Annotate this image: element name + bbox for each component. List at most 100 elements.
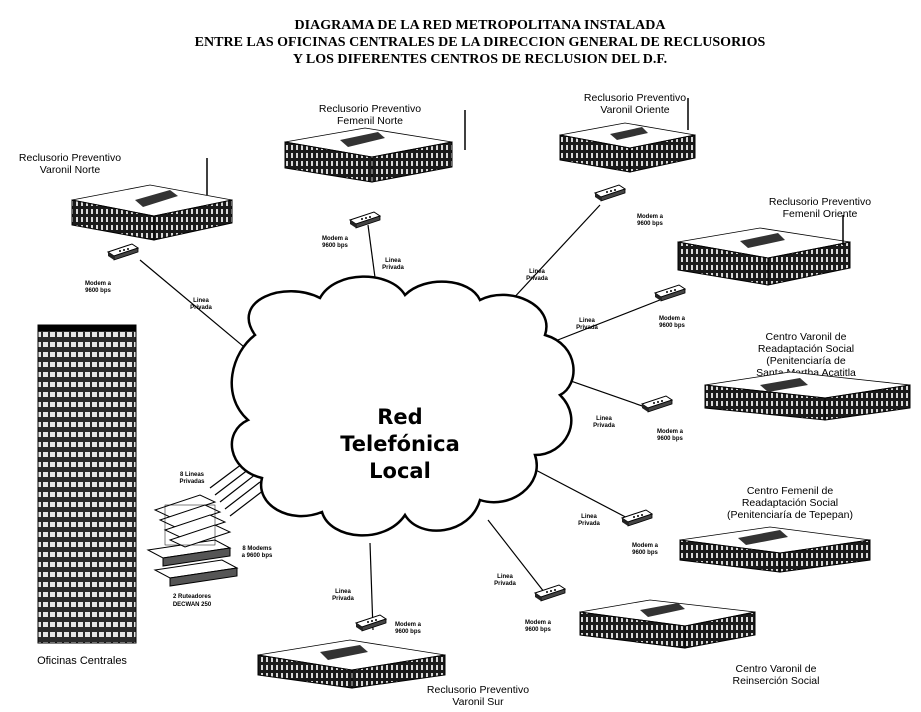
- modem-icon: [534, 584, 566, 602]
- link-rpfo: [544, 297, 666, 346]
- title-line-2: ENTRE LAS OFICINAS CENTRALES DE LA DIREC…: [195, 35, 766, 50]
- site-rpfn: Reclusorio Preventivo Femenil Norte Mode…: [284, 103, 466, 271]
- telephone-network-cloud: Red Telefónica Local: [230, 275, 575, 537]
- site-label-rpvs-2: Varonil Sur: [452, 696, 504, 708]
- modem-icon: [621, 509, 653, 527]
- office-tower-icon: [37, 324, 137, 644]
- diagram-title: DIAGRAMA DE LA RED METROPOLITANA INSTALA…: [195, 18, 766, 67]
- connection-lines: [139, 204, 666, 631]
- site-line-cvris-2: Privada: [494, 581, 516, 587]
- site-modem-cvrs-2: 9600 bps: [657, 436, 683, 442]
- modem-icon: [349, 211, 381, 229]
- site-label-cvris-2: Reinserción Social: [733, 675, 820, 687]
- prison-building-icon: [704, 371, 911, 421]
- site-label-rpvn-1: Reclusorio Preventivo: [19, 152, 121, 164]
- link-hq-3: [219, 473, 257, 503]
- site-modem-cvris-1: Modem a: [525, 620, 552, 626]
- site-modem-rpvo-2: 9600 bps: [637, 221, 663, 227]
- site-line-cfrs-1: Linea: [581, 514, 597, 520]
- site-line-cvrs-2: Privada: [593, 423, 615, 429]
- prison-building-icon: [284, 110, 466, 183]
- site-modem-rpfo-1: Modem a: [659, 316, 686, 322]
- site-label-rpvo-1: Reclusorio Preventivo: [584, 92, 686, 104]
- site-line-cvrs-1: Linea: [596, 416, 612, 422]
- site-label-cvrs-2: Readaptación Social: [758, 343, 854, 355]
- site-line-rpfo-1: Linea: [579, 318, 595, 324]
- site-cvris: Centro Varonil de Reinserción Social Mod…: [494, 574, 819, 687]
- link-cvrs: [567, 379, 649, 409]
- link-cfrs: [529, 466, 636, 523]
- hq-label: Oficinas Centrales: [37, 655, 127, 667]
- site-line-rpvn-1: Linea: [193, 298, 209, 304]
- link-rpvs: [369, 542, 374, 631]
- link-rpvo: [509, 204, 601, 303]
- site-line-rpvn-2: Privada: [190, 305, 212, 311]
- hq-lines-label-1: 8 Lineas: [180, 472, 205, 478]
- link-hq-5: [229, 489, 265, 517]
- prison-building-icon: [71, 158, 233, 241]
- site-label-cvrs-1: Centro Varonil de: [766, 331, 847, 343]
- site-label-cvris-1: Centro Varonil de: [736, 663, 817, 675]
- site-line-cvris-1: Linea: [497, 574, 513, 580]
- site-line-rpvs-1: Linea: [335, 589, 351, 595]
- router-rack-icon: [146, 539, 239, 587]
- site-label-cfrs-1: Centro Femenil de: [747, 485, 834, 497]
- site-line-rpvo-2: Privada: [526, 276, 548, 282]
- cloud-label-line-2: Telefónica: [340, 432, 460, 456]
- site-label-rpfn-1: Reclusorio Preventivo: [319, 103, 421, 115]
- site-modem-rpfn-1: Modem a: [322, 236, 349, 242]
- cloud-label-line-3: Local: [369, 459, 431, 483]
- site-label-rpfo-1: Reclusorio Preventivo: [769, 196, 871, 208]
- site-label-cfrs-3: (Penitenciaría de Tepepan): [727, 509, 853, 521]
- hq-lines-label-2: Privadas: [179, 479, 205, 485]
- modem-icon: [594, 184, 626, 202]
- site-modem-rpvs-1: Modem a: [395, 622, 422, 628]
- site-modem-cfrs-1: Modem a: [632, 543, 659, 549]
- site-headquarters: Oficinas Centrales 8 Lineas Privadas 8 M…: [37, 324, 273, 667]
- link-cvris: [487, 519, 549, 598]
- cloud-label-line-1: Red: [377, 405, 422, 429]
- prison-building-icon: [559, 98, 696, 173]
- modem-stack-icon: [153, 494, 232, 548]
- site-line-cfrs-2: Privada: [578, 521, 600, 527]
- hq-modems-label-2: a 9600 bps: [242, 553, 273, 559]
- link-hq-4: [224, 481, 261, 510]
- site-line-rpfn-2: Privada: [382, 265, 404, 271]
- site-label-rpfn-2: Femenil Norte: [337, 115, 403, 127]
- title-line-1: DIAGRAMA DE LA RED METROPOLITANA INSTALA…: [295, 18, 667, 33]
- site-line-rpfn-1: Linea: [385, 258, 401, 264]
- site-modem-cvris-2: 9600 bps: [525, 627, 551, 633]
- site-rpvn: Reclusorio Preventivo Varonil Norte Mode…: [19, 152, 233, 311]
- modem-icon: [107, 243, 139, 261]
- hq-routers-label-1: 2 Ruteadores: [173, 594, 212, 600]
- site-line-rpfo-2: Privada: [576, 325, 598, 331]
- prison-building-icon: [579, 599, 756, 649]
- site-cfrs: Centro Femenil de Readaptación Social (P…: [578, 485, 871, 573]
- site-line-rpvs-2: Privada: [332, 596, 354, 602]
- hq-modems-label-1: 8 Modems: [242, 546, 272, 552]
- site-rpvo: Reclusorio Preventivo Varonil Oriente Mo…: [526, 92, 696, 282]
- site-modem-rpvn-2: 9600 bps: [85, 288, 111, 294]
- site-label-cfrs-2: Readaptación Social: [742, 497, 838, 509]
- hq-routers-label-2: DECWAN 250: [173, 602, 212, 608]
- link-rpvn: [139, 259, 263, 363]
- modem-icon: [654, 284, 686, 302]
- modem-icon: [355, 614, 387, 632]
- site-rpvs: Reclusorio Preventivo Varonil Sur Modem …: [257, 589, 529, 708]
- site-modem-rpvs-2: 9600 bps: [395, 629, 421, 635]
- site-modem-rpvn-1: Modem a: [85, 281, 112, 287]
- site-label-rpfo-2: Femenil Oriente: [783, 208, 858, 220]
- site-label-rpvo-2: Varonil Oriente: [600, 104, 669, 116]
- site-cvrs: Centro Varonil de Readaptación Social (P…: [593, 331, 911, 442]
- site-label-rpvn-2: Varonil Norte: [40, 164, 101, 176]
- site-modem-cvrs-1: Modem a: [657, 429, 684, 435]
- site-modem-rpfo-2: 9600 bps: [659, 323, 685, 329]
- site-rpfo: Reclusorio Preventivo Femenil Oriente Mo…: [576, 196, 871, 331]
- site-modem-rpfn-2: 9600 bps: [322, 243, 348, 249]
- site-label-cvrs-3: (Penitenciaría de: [766, 355, 846, 367]
- site-line-rpvo-1: Linea: [529, 269, 545, 275]
- site-modem-rpvo-1: Modem a: [637, 214, 664, 220]
- prison-building-icon: [257, 639, 446, 689]
- modem-icon: [641, 395, 673, 413]
